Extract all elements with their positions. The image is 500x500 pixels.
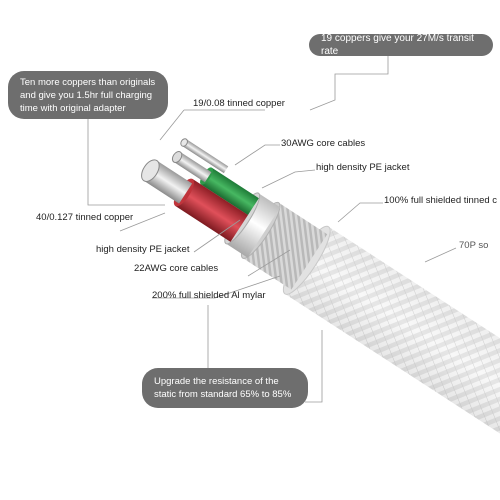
charging-callout: Ten more coppers than originals and give… [8,71,168,119]
label-shielded-tinned: 100% full shielded tinned c [384,195,498,206]
label-pe-jacket-bottom: high density PE jacket [96,244,190,255]
label-30awg-core: 30AWG core cables [281,138,366,149]
charging-text: Ten more coppers than originals and give… [20,76,156,114]
green-core [171,151,259,215]
leader-lines [87,56,457,403]
label-pe-jacket-top: high density PE jacket [316,162,410,173]
thin-strand [180,138,229,174]
label-40-tinned-copper: 40/0.127 tinned copper [36,212,134,223]
resistance-callout: Upgrade the resistance of the static fro… [142,368,308,408]
transit-rate-text: 19 coppers give your 27M/s transit rate [321,33,474,57]
label-19-tinned-copper: 19/0.08 tinned copper [193,98,285,109]
label-braid: 70P so [459,240,489,251]
resistance-text: Upgrade the resistance of the static fro… [154,376,292,400]
label-mylar: 200% full shielded Al mylar [152,290,266,301]
transit-rate-callout: 19 coppers give your 27M/s transit rate [309,33,493,57]
red-core [141,159,248,242]
label-22awg-core: 22AWG core cables [134,263,219,274]
